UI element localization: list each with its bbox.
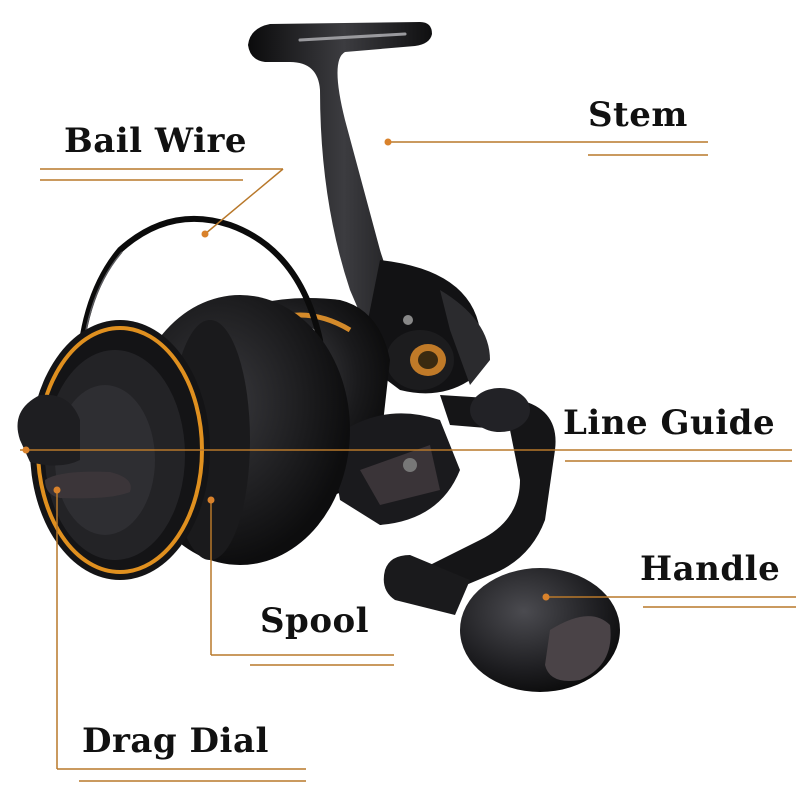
label-stem: Stem	[588, 95, 688, 135]
line-roller	[330, 413, 460, 525]
handle-part	[383, 388, 620, 692]
leader-lines	[20, 141, 796, 782]
drag-dial-part	[17, 394, 131, 499]
label-bail-wire: Bail Wire	[64, 121, 247, 161]
label-handle: Handle	[640, 549, 781, 589]
leader-dots	[22, 138, 550, 601]
label-line-guide: Line Guide	[563, 403, 776, 443]
label-drag-dial: Drag Dial	[82, 721, 269, 761]
label-spool: Spool	[260, 601, 370, 641]
stem-part	[248, 22, 440, 360]
